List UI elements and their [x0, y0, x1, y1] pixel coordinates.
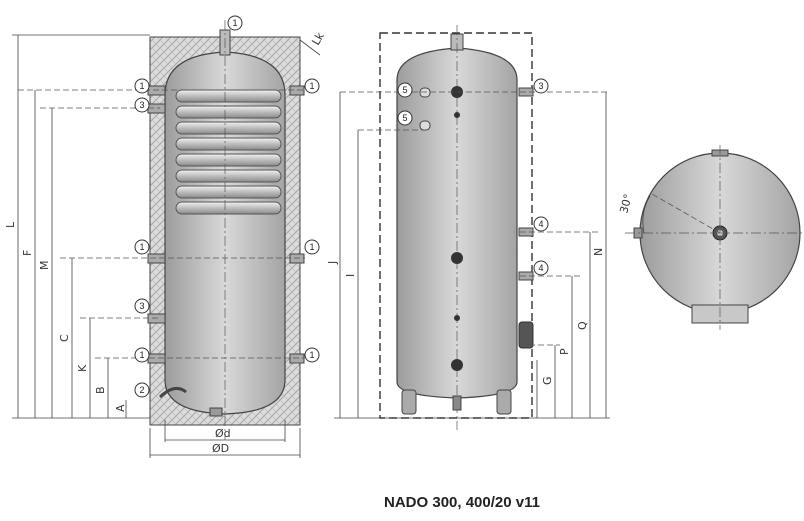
- callout-1-e: 1: [134, 347, 150, 363]
- callout-5-b: 5: [397, 110, 413, 126]
- svg-text:2: 2: [139, 385, 144, 395]
- svg-text:1: 1: [139, 242, 144, 252]
- drawing-title: NADO 300, 400/20 v11: [384, 494, 540, 511]
- callout-4-a: 4: [533, 216, 549, 232]
- callout-3-a: 3: [134, 97, 150, 113]
- dim-K: K: [76, 364, 89, 372]
- svg-text:3: 3: [139, 301, 144, 311]
- callout-1-d: 1: [304, 239, 320, 255]
- svg-text:1: 1: [232, 18, 237, 28]
- dim-Q: Q: [576, 321, 589, 330]
- callout-1-b: 1: [304, 78, 320, 94]
- top-view: [625, 145, 804, 330]
- left-callouts: 1 1 1 3 1 1 3 1 1 2: [134, 15, 320, 398]
- dim-B: B: [94, 386, 107, 394]
- dim-I: I: [344, 274, 357, 277]
- left-dimensions: [12, 34, 321, 458]
- callout-1-a: 1: [134, 78, 150, 94]
- heat-exchanger-coil: [175, 89, 282, 215]
- svg-text:1: 1: [309, 242, 314, 252]
- callout-1-f: 1: [304, 347, 320, 363]
- front-callouts: 5 5 3 4 4: [397, 78, 549, 276]
- svg-text:1: 1: [309, 81, 314, 91]
- callout-1-top: 1: [227, 15, 243, 31]
- dim-A: A: [114, 404, 127, 412]
- svg-text:3: 3: [538, 81, 543, 91]
- dim-F: F: [21, 250, 34, 256]
- dim-M: M: [38, 261, 51, 271]
- dim-G: G: [541, 376, 554, 385]
- section-view: [18, 20, 305, 440]
- callout-3-c: 3: [533, 78, 549, 94]
- dim-P: P: [558, 348, 571, 355]
- callout-5-a: 5: [397, 82, 413, 98]
- dim-J: J: [326, 261, 339, 265]
- callout-4-b: 4: [533, 260, 549, 276]
- svg-text:1: 1: [139, 350, 144, 360]
- svg-text:4: 4: [538, 263, 543, 273]
- dim-small-diameter: Ød: [215, 427, 231, 440]
- dim-Lk: Lk: [309, 30, 327, 48]
- angle-label: 30°: [617, 193, 635, 215]
- dim-C: C: [58, 334, 71, 342]
- svg-text:1: 1: [309, 350, 314, 360]
- callout-1-c: 1: [134, 239, 150, 255]
- front-view: [340, 25, 610, 430]
- callout-2: 2: [134, 382, 150, 398]
- callout-3-b: 3: [134, 298, 150, 314]
- dim-outer-diameter: ØD: [212, 442, 229, 455]
- dim-N: N: [592, 248, 605, 256]
- front-dimensions: [334, 92, 610, 419]
- svg-text:4: 4: [538, 219, 543, 229]
- svg-text:5: 5: [402, 85, 407, 95]
- svg-text:1: 1: [139, 81, 144, 91]
- dim-L: L: [4, 221, 17, 228]
- svg-text:5: 5: [402, 113, 407, 123]
- svg-text:3: 3: [139, 100, 144, 110]
